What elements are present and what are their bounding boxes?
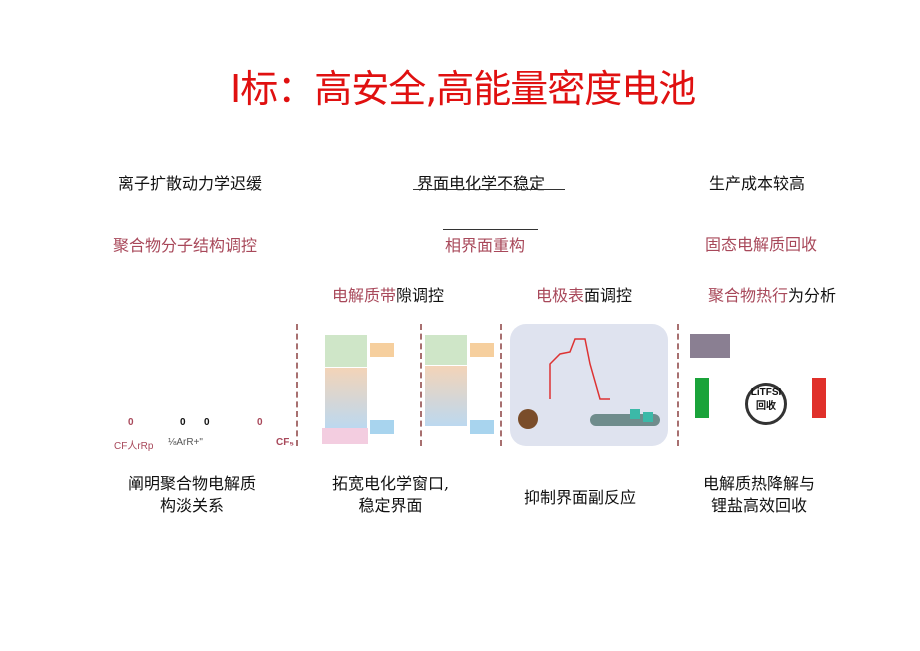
heat-profile-chart: [518, 338, 660, 429]
outcome-2: 拓宽电化学窗口,稳定界面: [332, 474, 450, 515]
strategy-1: 聚合物分子结构调控: [113, 236, 258, 255]
figure-surface-reaction: [510, 324, 668, 446]
litfsi-label: LiTFSI: [750, 387, 782, 398]
method-2: 电极表面调控: [536, 286, 633, 305]
strategy-3: 固态电解质回收: [705, 235, 818, 254]
outcome-4: 电解质热降解与锂盐高效回收: [703, 474, 816, 515]
outcome-1: 阐明聚合物电解质构淡关系: [128, 474, 257, 515]
outcome-3: 抑制界面副反应: [524, 488, 637, 507]
challenge-2: 界面电化学不稳定: [417, 174, 546, 193]
garbled-label-left: CF人rRp: [114, 441, 154, 452]
challenge-1: 离子扩散动力学迟缓: [118, 174, 263, 193]
garbled-label-right: ⅛ArR+": [168, 437, 203, 448]
cf-label: CF₅: [276, 437, 294, 448]
strategy-2: 相界面重构: [445, 236, 526, 255]
challenge-3: 生产成本较高: [709, 174, 806, 193]
method-3: 聚合物热行为分析: [708, 286, 837, 305]
page-title: I标：高安全,高能量密度电池: [230, 67, 696, 111]
method-1: 电解质带隙调控: [332, 286, 445, 305]
